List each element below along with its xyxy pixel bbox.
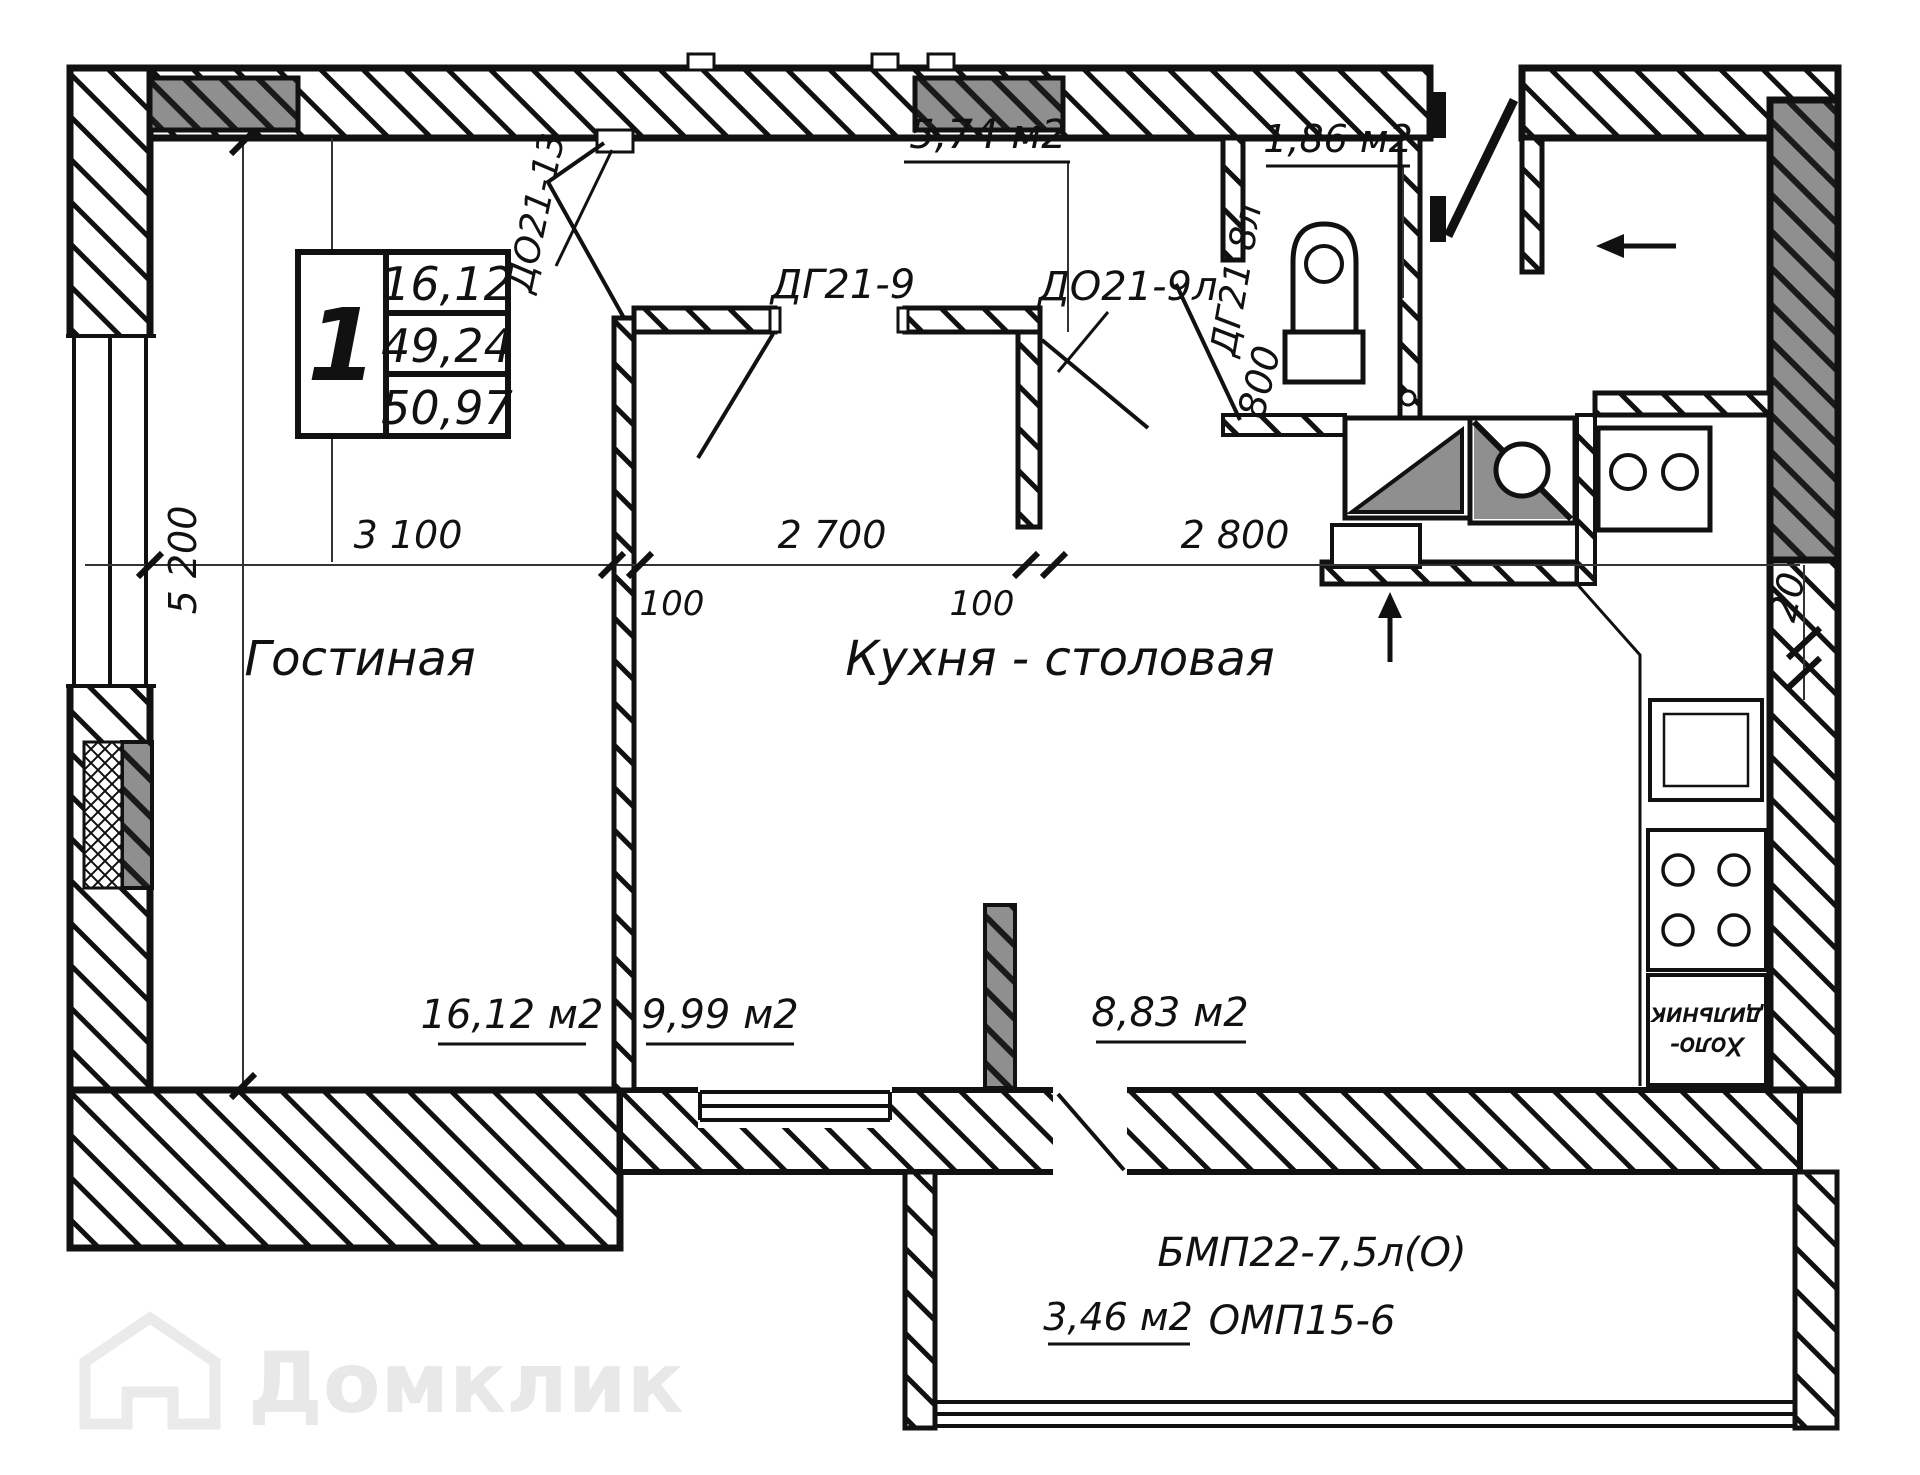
dim-gap-right: 100 [950,584,1015,624]
vestibule-wall [1519,135,1545,275]
gray-block-radiator-left [120,740,154,890]
flat-living-area: 16,12 [381,257,513,311]
dim-living-width: 3 100 [354,513,463,557]
counter-edge [1575,583,1642,1086]
wall-bottom-living [66,1086,624,1252]
area-balcony: 3,46 м2 [1043,1295,1193,1339]
gray-block-top-left [147,75,301,133]
hob-two-burner-icon [1595,425,1713,533]
label-kitchen: Кухня - столовая [845,631,1274,687]
code-kitchen-door: ДГ21-9 [769,262,915,308]
insulation-crosshatch-block [82,740,124,890]
entrance-arrow-icon [1596,234,1676,258]
dim-living-height: 5 200 [161,506,205,615]
washing-machine-icon [1467,415,1578,526]
area-kitchen-left: 9,99 м2 [641,992,798,1038]
leader-living-door [554,149,614,267]
door-knob-dot [1399,389,1417,407]
door-swing-hall [1040,338,1150,430]
washbasin-icon [1342,415,1473,521]
door-swing-wc [1174,283,1242,421]
area-living: 16,12 м2 [421,992,604,1038]
dim-gap-left: 100 [640,584,705,624]
code-window-block: ОМП15-6 [1209,1298,1396,1344]
product-code-labels: БМП22-7,5л(О) ОМП15-6 [1157,1230,1466,1344]
wall-right-upper-gray [1766,96,1842,564]
dimension-labels: 3 100 2 700 2 800 100 100 5 200 800 20 [161,341,1815,625]
fridge: Холо- дильник [1646,973,1768,1087]
entrance-door-leaf [1443,98,1519,238]
flat-total-area: 50,97 [381,381,513,435]
flat-info-box: 1 16,12 49,24 50,97 [295,249,513,439]
dim-kitchen-width: 2 700 [778,513,887,557]
gray-block-pillar-kitchen [983,903,1017,1090]
basin-wall-north [1221,413,1347,437]
kitchen-appliances: Холо- дильник [1575,425,1768,1087]
partition-living-kitchen [611,315,637,1093]
fridge-label-line2: дильник [1651,1002,1764,1031]
wc-wall-west [1220,135,1246,263]
watermark: Домклик [79,1311,684,1432]
window-bottom-kitchen [698,1086,892,1128]
dim-right-width: 2 800 [1181,513,1290,557]
flat-area-no-balcony: 49,24 [381,319,513,373]
balcony-wall-right [1792,1169,1840,1431]
sanitary-wall-east [1575,413,1597,586]
door-swing-kitchen [696,332,775,460]
top-wall-vents [686,52,956,72]
toilet-icon [1282,221,1366,385]
kitchen-sink-icon [1648,698,1764,802]
door-jambs [595,128,910,334]
watermark-brand: Домклик [248,1334,684,1432]
code-hall-door: ДО21-9л [1036,264,1217,310]
balcony-wall-left [902,1169,938,1431]
area-wc: 1,86 м2 [1263,117,1413,161]
fridge-label-line1: Холо- [1671,1032,1746,1061]
kitchen-wall-north-east [1592,390,1773,418]
window-balcony-parapet [933,1400,1797,1428]
domclick-logo-icon [79,1311,221,1430]
partition-kitchen-stub-right [902,305,1043,335]
balcony-walls [902,1169,1840,1431]
area-hall: 5,74 м2 [909,112,1066,158]
wc-fixtures [1282,221,1578,569]
label-living-room: Гостиная [244,631,475,687]
window-left-wall [66,334,156,688]
door-swing-living [545,141,626,319]
partition-hall-corner [1015,329,1043,530]
room-labels: Гостиная Кухня - столовая 16,12 м2 9,99 … [244,112,1413,1346]
vent-notch [926,52,956,72]
partition-kitchen-stub-left [631,305,778,335]
flat-number: 1 [307,287,377,404]
leader-hall-door [1056,311,1110,373]
vent-notch [870,52,900,72]
entry-up-arrow-icon [1378,592,1402,662]
stove-four-burner-icon [1646,828,1768,972]
entrance-door [1378,92,1676,662]
cabinet-shelf [1330,523,1422,569]
dimension-lines [85,138,1805,1085]
dimension-ticks [135,127,1823,1101]
gray-block-top-mid [912,75,1066,133]
code-balcony-block: БМП22-7,5л(О) [1157,1230,1466,1276]
door-swings [545,141,1242,1172]
vent-notch [686,52,716,72]
door-swing-balcony [1056,1092,1126,1172]
area-kitchen-right: 8,83 м2 [1091,990,1248,1036]
